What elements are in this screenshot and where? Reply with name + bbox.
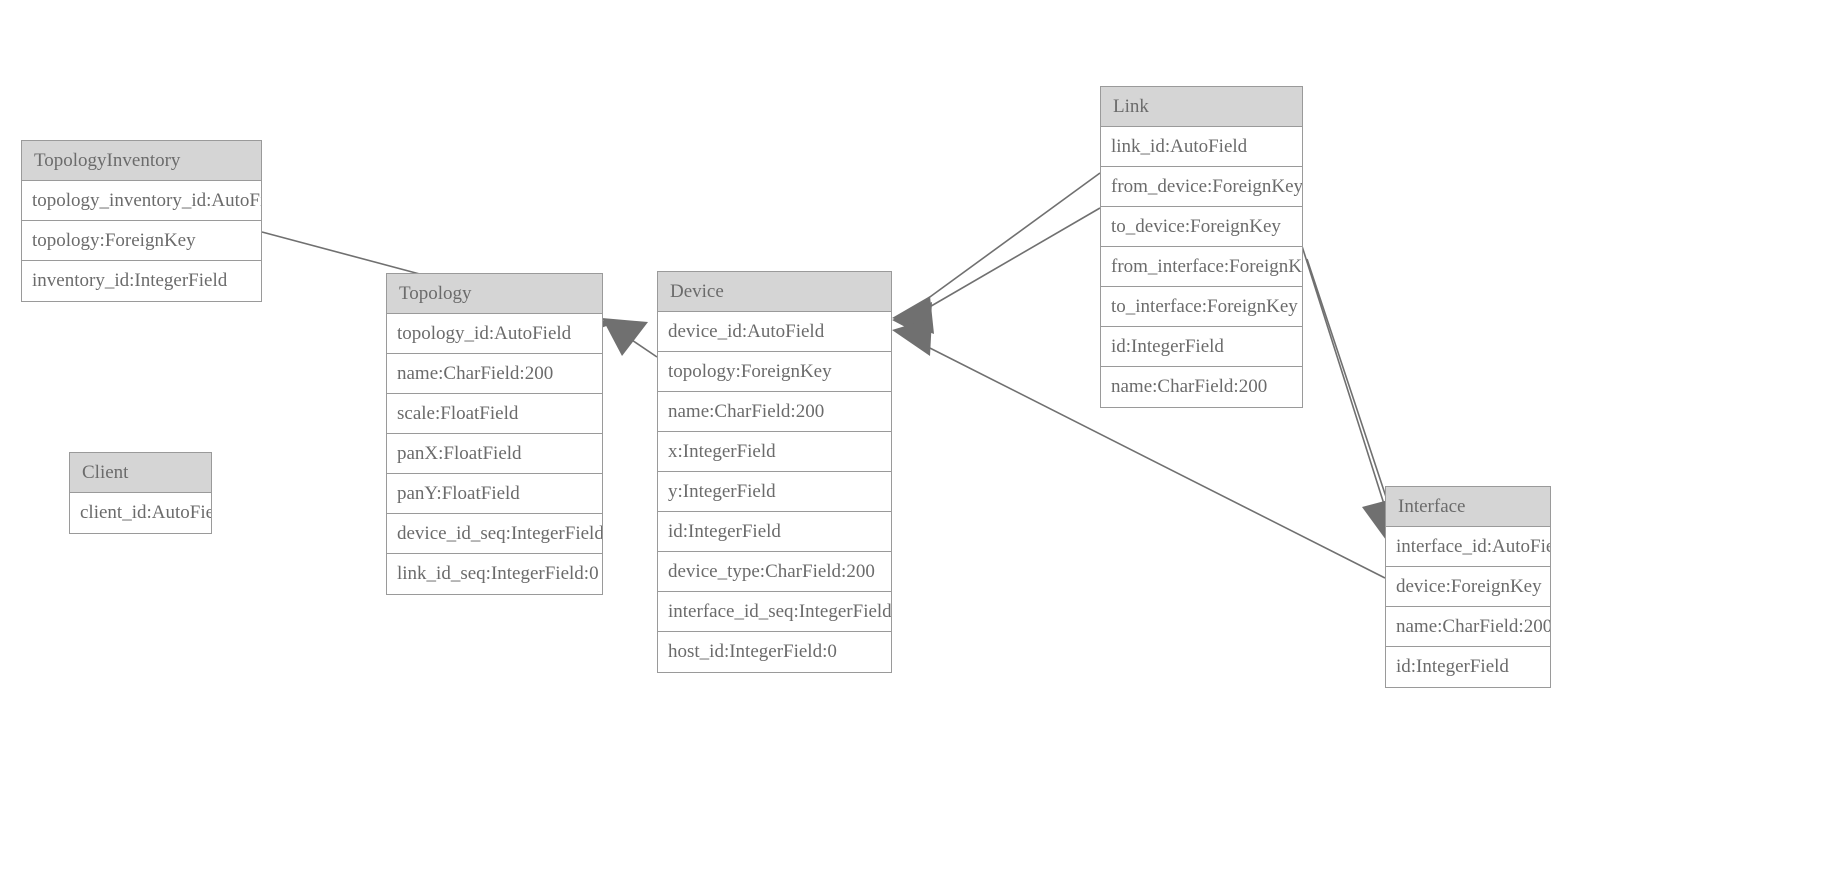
entity-field: id:IntegerField xyxy=(1396,656,1509,677)
entity-field: device_id_seq:IntegerField:0 xyxy=(387,514,602,554)
entity-field: y:IntegerField xyxy=(658,472,891,512)
entity-interface[interactable]: Interface interface_id:AutoField device:… xyxy=(1385,486,1551,688)
entity-field: from_interface:ForeignKey xyxy=(1101,247,1302,287)
entity-field: to_device:ForeignKey xyxy=(1101,207,1302,247)
entity-field: inventory_id:IntegerField xyxy=(32,270,228,291)
entity-field: topology_inventory_id:AutoField xyxy=(22,181,261,221)
entity-title-client: Client xyxy=(70,453,211,493)
entity-field: client_id:AutoField xyxy=(80,502,211,523)
entity-field: device_type:CharField:200 xyxy=(658,552,891,592)
entity-field: name:CharField:200 xyxy=(1111,376,1268,397)
edge-device-to-topology xyxy=(602,318,658,358)
entity-field: panY:FloatField xyxy=(387,474,602,514)
edge-link-fromdevice-to-device xyxy=(892,172,1101,334)
edge-link-todevice-to-device xyxy=(892,207,1101,340)
entity-field: device:ForeignKey xyxy=(1386,567,1550,607)
entity-topology-inventory[interactable]: TopologyInventory topology_inventory_id:… xyxy=(21,140,262,302)
edge-link-frominterface-to-interface xyxy=(1300,242,1396,540)
entity-field: interface_id_seq:IntegerField:0 xyxy=(658,592,891,632)
entity-link[interactable]: Link link_id:AutoField from_device:Forei… xyxy=(1100,86,1303,408)
entity-title-interface: Interface xyxy=(1386,487,1550,527)
entity-device[interactable]: Device device_id:AutoField topology:Fore… xyxy=(657,271,892,673)
entity-field: id:IntegerField xyxy=(658,512,891,552)
entity-field: link_id:AutoField xyxy=(1101,127,1302,167)
entity-field: to_interface:ForeignKey xyxy=(1101,287,1302,327)
entity-field: link_id_seq:IntegerField:0 xyxy=(397,563,599,584)
entity-field: name:CharField:200 xyxy=(387,354,602,394)
edge-link-tointerface-to-interface xyxy=(1306,258,1397,528)
entity-topology[interactable]: Topology topology_id:AutoField name:Char… xyxy=(386,273,603,595)
entity-field: host_id:IntegerField:0 xyxy=(668,641,837,662)
entity-field: name:CharField:200 xyxy=(1386,607,1550,647)
entity-field: panX:FloatField xyxy=(387,434,602,474)
entity-client[interactable]: Client client_id:AutoField xyxy=(69,452,212,534)
entity-field: topology:ForeignKey xyxy=(658,352,891,392)
entity-field: interface_id:AutoField xyxy=(1386,527,1550,567)
entity-field: from_device:ForeignKey xyxy=(1101,167,1302,207)
entity-title-topology: Topology xyxy=(387,274,602,314)
entity-field: scale:FloatField xyxy=(387,394,602,434)
entity-title-topology-inventory: TopologyInventory xyxy=(22,141,261,181)
entity-field: name:CharField:200 xyxy=(658,392,891,432)
entity-field: id:IntegerField xyxy=(1101,327,1302,367)
entity-field: device_id:AutoField xyxy=(658,312,891,352)
entity-title-link: Link xyxy=(1101,87,1302,127)
entity-field: topology:ForeignKey xyxy=(22,221,261,261)
entity-field: x:IntegerField xyxy=(658,432,891,472)
entity-field: topology_id:AutoField xyxy=(387,314,602,354)
entity-title-device: Device xyxy=(658,272,891,312)
